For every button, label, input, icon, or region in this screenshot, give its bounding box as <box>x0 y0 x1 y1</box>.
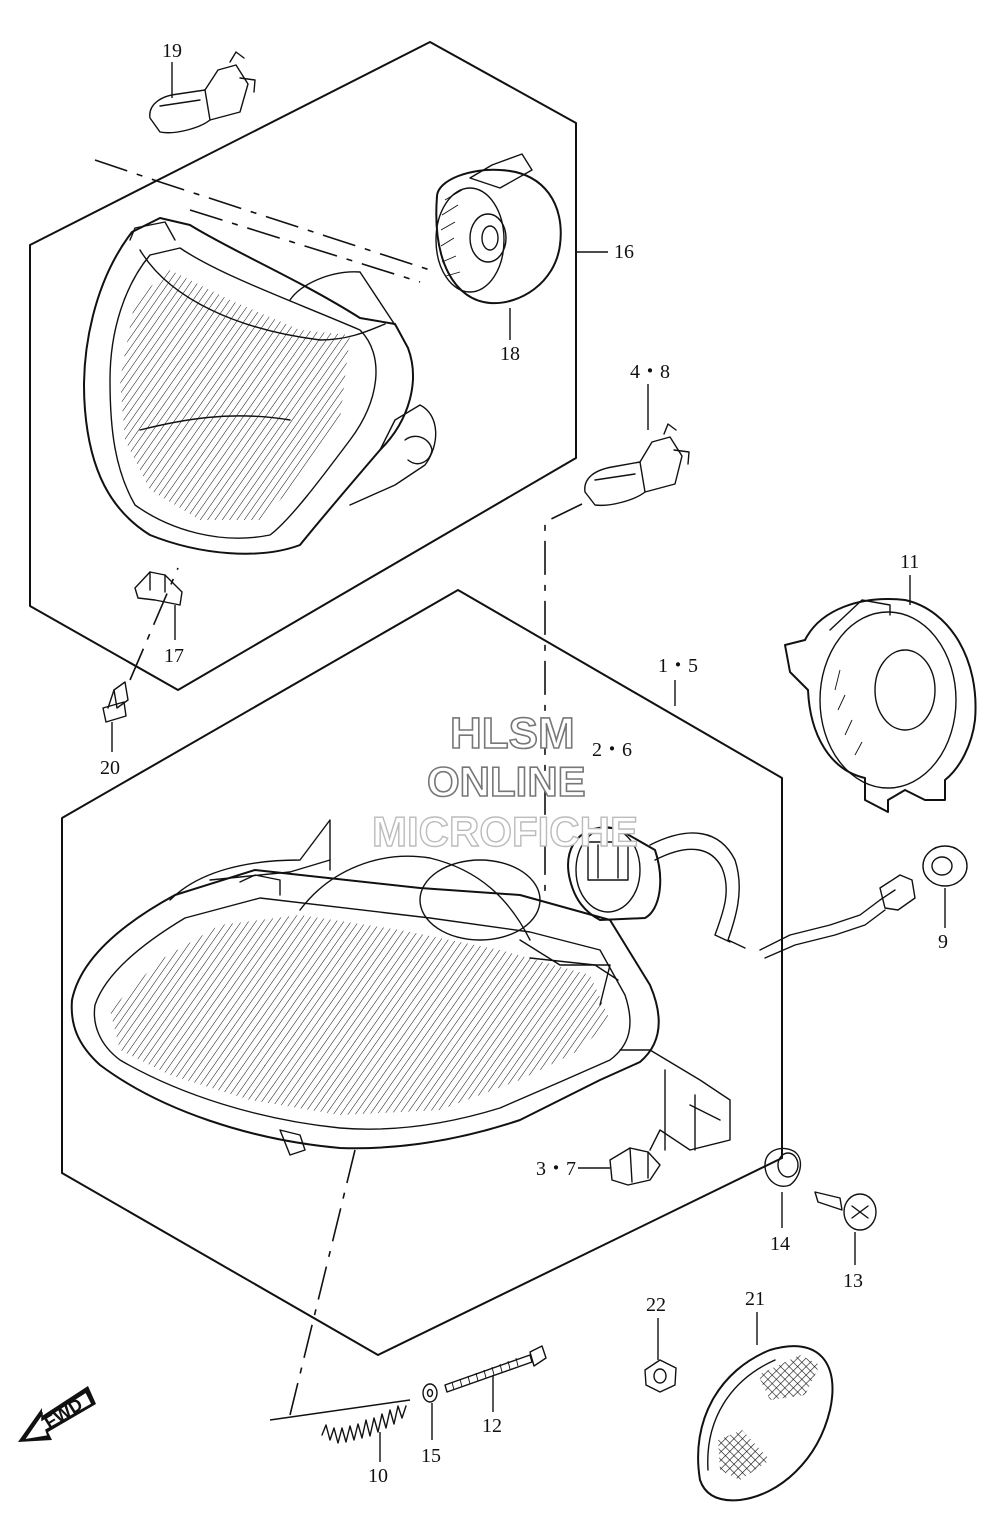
callout-9: 9 <box>938 931 948 953</box>
watermark-line-2: ONLINE <box>427 758 586 805</box>
alignment-line-10-15 <box>269 1399 411 1421</box>
reflector-21 <box>697 1345 834 1502</box>
alignment-line-16 <box>189 209 421 283</box>
alignment-line-4-8 <box>544 503 583 900</box>
upper-assembly-frame <box>29 41 577 691</box>
callout-3-7: 3・7 <box>536 1158 576 1180</box>
callout-11: 11 <box>900 551 919 573</box>
forward-direction-arrow: FWD <box>18 1386 96 1442</box>
callout-2-6: 2・6 <box>592 739 632 761</box>
alignment-line-19 <box>94 159 431 271</box>
callout-1-5: 1・5 <box>658 655 698 677</box>
mounting-ring-11 <box>784 598 977 813</box>
callout-14: 14 <box>770 1233 790 1255</box>
callout-4-8: 4・8 <box>630 361 670 383</box>
alignment-line-10 <box>289 1149 356 1416</box>
grommet-14 <box>764 1147 802 1187</box>
callout-12: 12 <box>482 1415 502 1437</box>
callout-16: 16 <box>614 241 634 263</box>
socket-wire-2-6 <box>567 826 916 959</box>
upper-headlamp-housing <box>83 217 437 555</box>
alignment-line-17 <box>129 567 179 681</box>
callout-15: 15 <box>421 1445 441 1467</box>
callout-18: 18 <box>500 343 520 365</box>
callout-13: 13 <box>843 1270 863 1292</box>
clip-3-7 <box>609 1147 661 1186</box>
watermark-line-1: HLSM <box>450 709 575 758</box>
callout-20: 20 <box>100 757 120 779</box>
callout-21: 21 <box>745 1288 765 1310</box>
callout-19: 19 <box>162 40 182 62</box>
bulb-4-8 <box>584 423 690 507</box>
main-headlamp <box>70 819 731 1156</box>
bulb-19 <box>149 51 256 134</box>
bulb-socket-16 <box>435 153 562 305</box>
callout-17: 17 <box>164 645 184 667</box>
clip-17 <box>134 571 183 606</box>
screw-20 <box>102 681 129 723</box>
adjusting-screw-12 <box>444 1345 547 1393</box>
callout-10: 10 <box>368 1465 388 1487</box>
watermark-line-3: MICROFICHE <box>372 808 638 855</box>
washer-15 <box>422 1383 438 1403</box>
callout-22: 22 <box>646 1294 666 1316</box>
lower-assembly-frame <box>61 589 783 1356</box>
spring-10 <box>321 1405 407 1444</box>
screw-13 <box>814 1191 877 1231</box>
nut-22 <box>644 1359 677 1393</box>
grommet-9 <box>922 845 968 887</box>
